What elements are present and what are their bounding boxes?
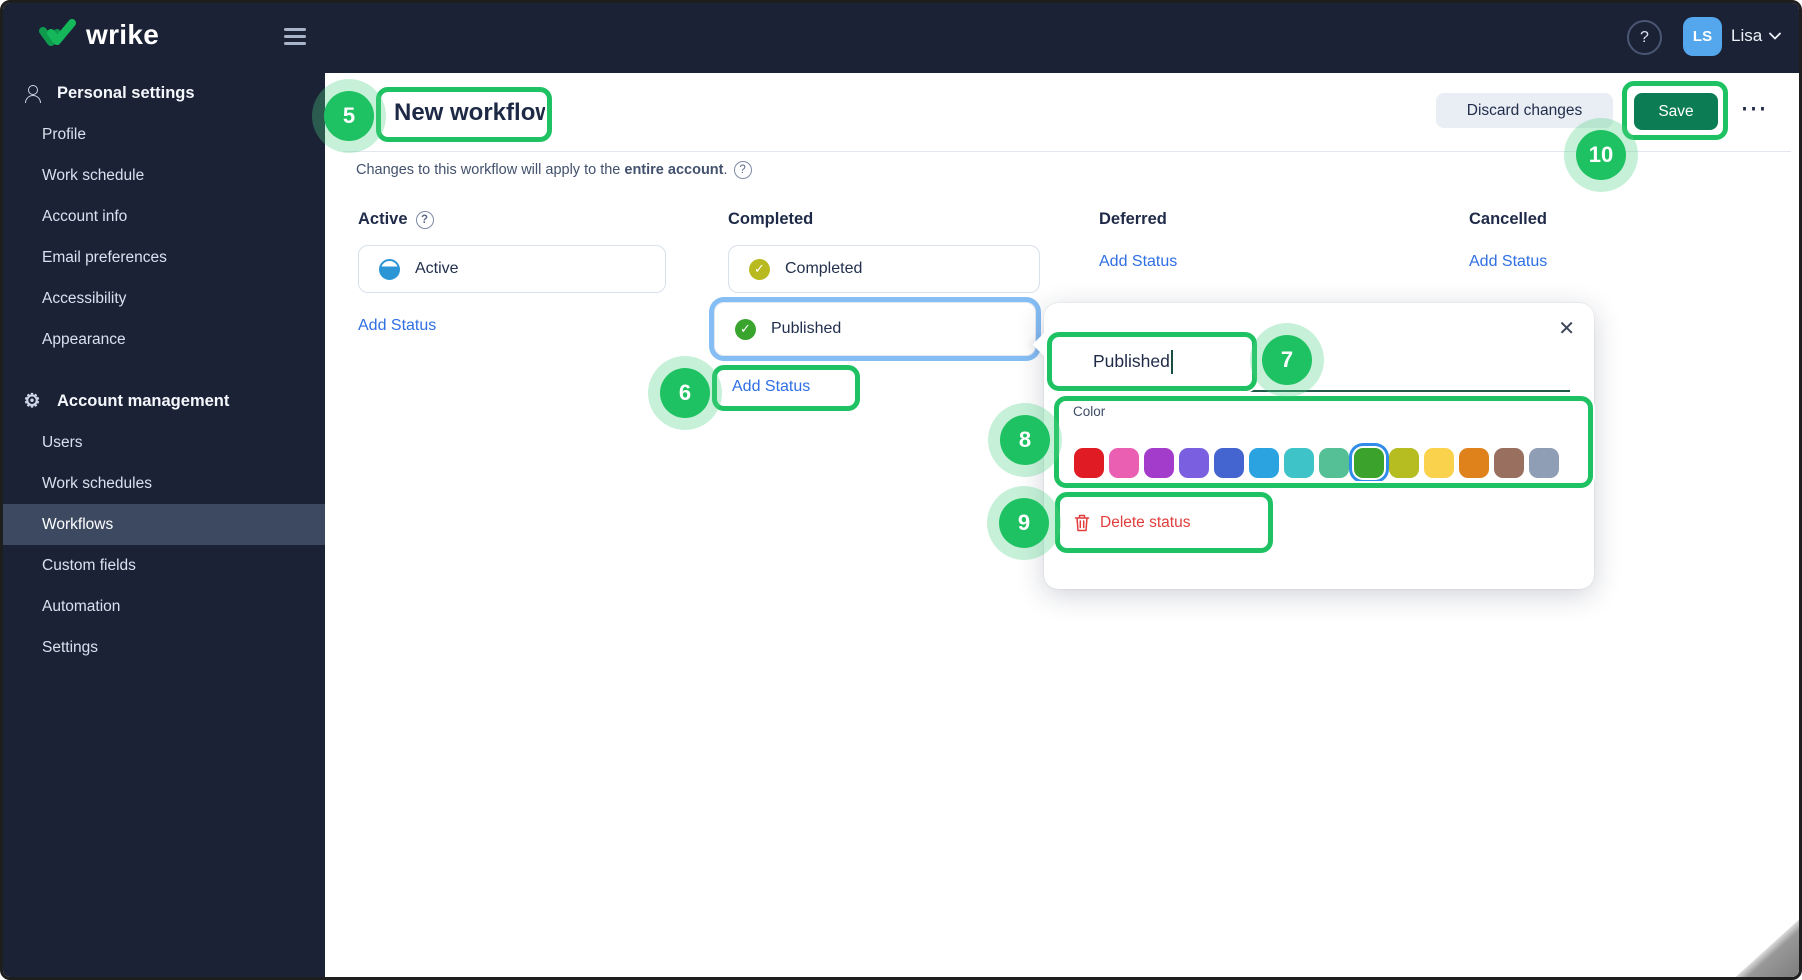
sidebar-item-work-schedule[interactable]: Work schedule [42,166,145,184]
annotation-circle-5: 5 [324,91,374,141]
info-bar: Changes to this workflow will apply to t… [356,161,752,179]
sidebar-item-work-schedules[interactable]: Work schedules [42,474,152,492]
sidebar-item-users[interactable]: Users [42,433,83,451]
status-card-active[interactable]: Active [358,245,666,293]
sidebar-section-label: Personal settings [57,84,195,102]
discard-changes-button[interactable]: Discard changes [1436,93,1613,128]
trash-icon [1074,514,1090,532]
add-status-link-deferred[interactable]: Add Status [1099,253,1178,270]
wrike-logo[interactable]: wrike [39,19,159,51]
color-swatch-5[interactable] [1249,448,1279,478]
sidebar-item-accessibility[interactable]: Accessibility [42,289,127,307]
sidebar-item-appearance[interactable]: Appearance [42,330,126,348]
color-swatch-2[interactable] [1144,448,1174,478]
color-swatch-row [1074,448,1559,478]
color-swatch-11[interactable] [1459,448,1489,478]
sidebar-item-account-info[interactable]: Account info [42,207,128,225]
sidebar-item-automation[interactable]: Automation [42,597,121,615]
check-circle-icon: ✓ [735,318,756,340]
close-icon[interactable]: ✕ [1558,318,1575,340]
add-status-link-active[interactable]: Add Status [358,317,437,334]
add-status-link-cancelled[interactable]: Add Status [1469,253,1548,270]
info-text: Changes to this workflow will apply to t… [356,162,728,178]
sidebar-section-personal-settings[interactable]: Personal settings [3,73,325,114]
sidebar-section-account-management[interactable]: ⚙ Account management [3,381,325,422]
column-header-completed: Completed [728,210,814,228]
annotation-circle-8: 8 [1000,415,1050,465]
active-help-icon[interactable]: ? [415,210,434,229]
sidebar-item-email-preferences[interactable]: Email preferences [42,248,167,266]
color-swatch-0[interactable] [1074,448,1104,478]
status-name-input[interactable]: Published [1068,333,1570,392]
page-title[interactable]: New workflow [394,99,555,126]
sidebar-item-custom-fields[interactable]: Custom fields [42,556,136,574]
annotation-circle-6: 6 [660,368,710,418]
save-button[interactable]: Save [1634,93,1718,130]
delete-status-button[interactable]: Delete status [1074,506,1190,540]
column-header-active: Active ? [358,210,434,229]
help-glyph: ? [1640,28,1649,46]
color-swatch-7[interactable] [1319,448,1349,478]
delete-status-label: Delete status [1100,514,1191,531]
add-status-link-completed[interactable]: Add Status [732,378,811,395]
color-swatch-4[interactable] [1214,448,1244,478]
check-circle-icon: ✓ [749,258,770,280]
help-icon[interactable]: ? [1627,20,1662,55]
menu-icon[interactable] [284,28,306,49]
user-menu[interactable]: Lisa [1731,26,1782,46]
color-label: Color [1073,404,1106,419]
sidebar-item-profile[interactable]: Profile [42,125,86,143]
color-swatch-8[interactable] [1354,448,1384,478]
sidebar-item-settings[interactable]: Settings [42,638,99,656]
status-name-value: Published [1093,351,1170,371]
user-name: Lisa [1731,26,1763,45]
topbar: wrike ? LS Lisa [3,3,1799,73]
status-name: Active [415,260,459,277]
chevron-down-icon [1769,32,1782,40]
color-swatch-12[interactable] [1494,448,1524,478]
status-editor-popup: ✕ Published Color Delete status [1032,303,1594,589]
half-circle-icon [379,258,400,280]
status-name: Completed [785,260,863,277]
color-swatch-10[interactable] [1424,448,1454,478]
popup-notch [1032,332,1057,357]
wrike-check-icon [39,19,76,46]
column-header-cancelled: Cancelled [1469,210,1547,228]
header-divider [343,151,1791,152]
avatar[interactable]: LS [1683,17,1722,56]
status-card-completed[interactable]: ✓ Completed [728,245,1040,293]
color-swatch-9[interactable] [1389,448,1419,478]
more-options-button[interactable]: ⋯ [1740,93,1768,123]
gear-icon: ⚙ [23,391,41,412]
page-curl-decoration [1735,919,1799,977]
color-swatch-1[interactable] [1109,448,1139,478]
status-card-published[interactable]: ✓ Published [714,302,1036,356]
logo-text: wrike [86,19,160,50]
person-icon [20,83,44,105]
sidebar-item-workflows[interactable]: Workflows [3,504,325,545]
text-caret [1170,349,1173,374]
color-swatch-13[interactable] [1529,448,1559,478]
info-help-icon[interactable]: ? [733,161,752,179]
color-swatch-3[interactable] [1179,448,1209,478]
color-swatch-6[interactable] [1284,448,1314,478]
sidebar-section-label: Account management [57,392,230,410]
annotation-circle-9: 9 [999,498,1049,548]
status-name: Published [771,320,842,337]
column-header-deferred: Deferred [1099,210,1167,228]
annotation-circle-10: 10 [1576,130,1626,180]
